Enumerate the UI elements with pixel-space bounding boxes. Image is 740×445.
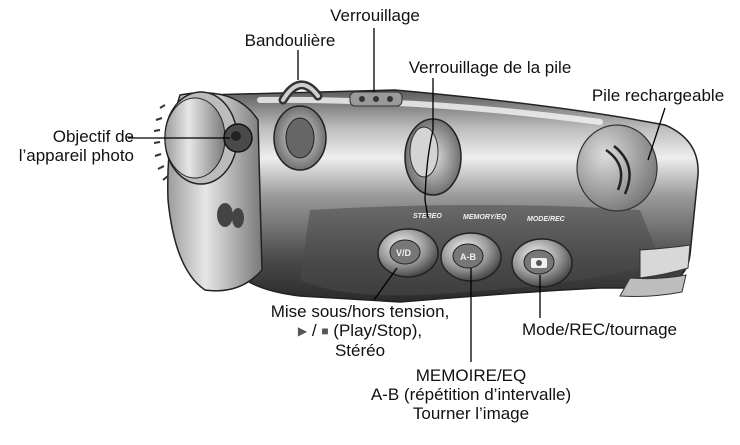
leader-power bbox=[373, 267, 398, 301]
play-icon: ▶ bbox=[297, 324, 308, 338]
label-camera-lens-line1: Objectif de bbox=[52, 127, 134, 146]
lock-switch bbox=[349, 91, 403, 107]
label-power-line3: Stéréo bbox=[334, 341, 386, 360]
label-lock: Verrouillage bbox=[330, 6, 420, 25]
label-battery-lock: Verrouillage de la pile bbox=[408, 58, 572, 77]
label-camera-lens-line2: l’appareil photo bbox=[18, 146, 134, 165]
label-power-line2: ▶ / ■ (Play/Stop), bbox=[297, 321, 423, 340]
leader-battery-lock bbox=[424, 78, 434, 219]
mode-rec-button[interactable] bbox=[511, 238, 573, 288]
label-mode-rec: Mode/REC/tournage bbox=[522, 320, 677, 339]
label-power: Mise sous/hors tension, ▶ / ■ (Play/Stop… bbox=[245, 302, 475, 360]
leader-lines bbox=[128, 28, 666, 362]
camera-icon bbox=[531, 258, 547, 268]
stop-icon: ■ bbox=[321, 324, 329, 338]
label-power-play-stop: (Play/Stop), bbox=[333, 321, 423, 340]
power-button[interactable]: V/D bbox=[377, 228, 439, 278]
label-power-line1: Mise sous/hors tension, bbox=[270, 302, 450, 321]
strap-loop bbox=[278, 80, 323, 105]
power-button-glyph: V/D bbox=[396, 248, 412, 258]
memory-eq-device-label: MEMORY/EQ bbox=[463, 214, 507, 221]
mode-rec-device-label: MODE/REC bbox=[527, 216, 566, 223]
memory-eq-button[interactable]: A-B bbox=[440, 232, 502, 282]
label-rechargeable-battery: Pile rechargeable bbox=[591, 86, 725, 105]
label-memory-eq-line1: MEMOIRE/EQ bbox=[415, 366, 527, 385]
label-strap: Bandoulière bbox=[244, 31, 336, 50]
battery-hatch bbox=[576, 124, 658, 212]
label-memory-eq-line2: A-B (répétition d’intervalle) bbox=[370, 385, 572, 404]
label-camera-lens: Objectif de l’appareil photo bbox=[0, 127, 134, 165]
leader-rechargeable-battery bbox=[647, 107, 666, 161]
label-memory-eq: MEMOIRE/EQ A-B (répétition d’intervalle)… bbox=[336, 366, 606, 423]
label-memory-eq-line3: Tourner l’image bbox=[412, 404, 530, 423]
memory-eq-button-glyph: A-B bbox=[460, 252, 476, 262]
